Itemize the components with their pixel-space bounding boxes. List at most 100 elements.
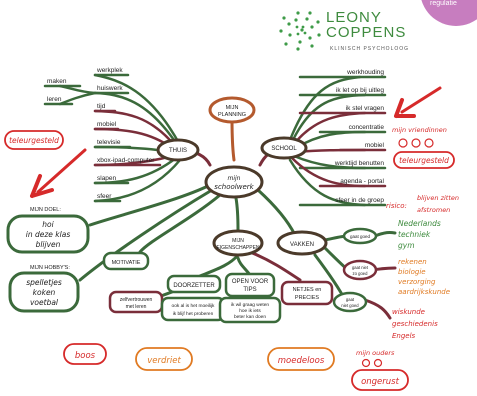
red-arrow-right-icon xyxy=(400,86,442,114)
center-label-line1: mijn xyxy=(228,175,241,182)
school-item-werkhouding: werkhouding xyxy=(346,69,384,76)
vakken-node[interactable] xyxy=(276,230,328,256)
thuis-item-huiswerk: huiswerk xyxy=(97,85,123,92)
open-voor-note-line2: hoe ik iets xyxy=(239,308,261,314)
school-item-sfeer: sfeer in de groep xyxy=(335,197,384,204)
open-voor-tips-box[interactable] xyxy=(224,272,276,298)
thuis-label: THUIS xyxy=(169,148,187,154)
doel-line3: blijven xyxy=(36,240,61,249)
thuis-item-slapen: slapen xyxy=(97,175,117,182)
open-voor-line1: OPEN VOOR xyxy=(232,279,269,285)
smiley-icons xyxy=(398,138,434,148)
logo-line2: COPPENS xyxy=(326,24,407,41)
afstromen-label: afstromen xyxy=(417,206,450,214)
logo-spiral-icon xyxy=(279,11,321,51)
thuis-item-televisie: televisie xyxy=(97,139,121,146)
school-node[interactable] xyxy=(260,136,308,160)
vakken-label: VAKKEN xyxy=(290,242,314,248)
netjes-line1: NETJES en xyxy=(293,287,322,293)
vak-rekenen: rekenen xyxy=(398,258,427,266)
annotation-teleurgesteld-left xyxy=(4,130,64,150)
vak-nederlands: Nederlands xyxy=(398,219,441,228)
emotion-ongerust xyxy=(351,369,409,391)
vak-verzorging: verzorging xyxy=(398,278,436,286)
doorzetter-label: DOORZETTER xyxy=(173,283,215,289)
hobbys-box[interactable] xyxy=(8,271,80,313)
boos-label: boos xyxy=(75,351,96,361)
vak-biologie: biologie xyxy=(398,268,426,276)
annotation-teleurgesteld-right xyxy=(393,151,455,169)
badge-label: regulatie xyxy=(430,0,457,7)
netjes-line2: PRECIES xyxy=(295,295,319,301)
doel-box[interactable] xyxy=(6,214,90,254)
logo-subtitle: KLINISCH PSYCHOLOOG xyxy=(330,46,410,52)
doel-line1: hoi xyxy=(42,220,54,229)
vak-aardrijkskunde: aardrijkskunde xyxy=(398,288,450,296)
niet-goed-line2: zo goed xyxy=(353,271,369,276)
eigenschappen-line2: EIGENSCHAPPEN xyxy=(216,245,259,251)
teleurgesteld-right-label: teleurgesteld xyxy=(399,156,449,165)
open-voor-note-box xyxy=(218,296,282,324)
vak-techniek: techniek xyxy=(398,230,431,239)
gaat-goed-label: gaat goed xyxy=(350,234,371,239)
motivatie-label: MOTIVATIE xyxy=(112,260,141,266)
doorzetter-note-line1: ook al is het moeilijk xyxy=(172,303,216,309)
school-item-uitleg: ik let op bij uitleg xyxy=(336,87,384,94)
risico-label: risico: xyxy=(386,202,407,210)
eigenschappen-line1: MIJN xyxy=(232,238,244,244)
ouders-label: mijn ouders xyxy=(356,349,395,357)
school-item-agenda: agenda - portal xyxy=(340,178,384,185)
vak-engels: Engels xyxy=(392,332,416,340)
thuis-node[interactable] xyxy=(156,138,200,162)
emotion-moedeloos xyxy=(267,347,335,371)
school-item-werktijd: werktijd benutten xyxy=(334,160,385,167)
center-label-line2: schoolwerk xyxy=(214,183,254,191)
doel-line2: in deze klas xyxy=(26,230,71,239)
doorzetter-note-line2: ik blijf het proberen xyxy=(173,311,214,317)
moedeloos-label: moedeloos xyxy=(278,356,325,366)
gaat-niet-goed-node[interactable] xyxy=(332,291,368,313)
red-arrow-left-icon xyxy=(36,148,87,194)
thuis-item-werkplek: werkplek xyxy=(96,67,123,74)
vak-wiskunde: wiskunde xyxy=(392,308,425,316)
ouders-smiley-icons xyxy=(361,358,383,368)
vak-geschiedenis: geschiedenis xyxy=(392,320,438,328)
vak-gym: gym xyxy=(398,241,415,250)
blijven-zitten-label: blijven zitten xyxy=(417,194,459,202)
netjes-box[interactable] xyxy=(280,280,334,306)
thuis-item-xbox: xbox-ipad-computer xyxy=(97,157,155,164)
thuis-sub-maken: maken xyxy=(47,78,67,85)
zelfvertrouwen-line2: met leren xyxy=(126,304,147,310)
gaat-niet-zo-goed-node[interactable] xyxy=(342,259,378,281)
thuis-item-mobiel: mobiel xyxy=(97,121,117,128)
emotion-boos xyxy=(63,343,107,365)
hobby-voetbal: voetbal xyxy=(30,298,59,307)
emotion-verdriet xyxy=(135,347,193,371)
thuis-sub-leren: leren xyxy=(47,96,62,103)
doorzetter-box[interactable] xyxy=(166,274,222,294)
center-node[interactable] xyxy=(204,165,264,199)
open-voor-note-line1: ik wil graag weten xyxy=(231,302,269,308)
zelfvertrouwen-line1: zelfvertrouwen xyxy=(120,297,153,303)
logo-name: LEONY COPPENS xyxy=(326,10,406,40)
logo-line1: LEONY xyxy=(326,9,382,26)
slecht-line1: gaat xyxy=(346,297,355,302)
doel-title: MIJN DOEL: xyxy=(30,207,61,213)
verdriet-label: verdriet xyxy=(147,356,181,366)
vriendinnen-label: mijn vriendinnen xyxy=(392,126,447,134)
planning-node[interactable] xyxy=(208,96,256,124)
planning-label-line1: MIJN xyxy=(226,105,239,111)
slecht-line2: niet goed xyxy=(341,303,359,308)
niet-goed-line1: gaat niet xyxy=(352,265,369,270)
hobby-spelletjes: spelletjes xyxy=(26,278,62,287)
eigenschappen-node[interactable] xyxy=(212,229,264,257)
teleurgesteld-left-label: teleurgesteld xyxy=(9,136,59,145)
hobby-koken: koken xyxy=(33,288,56,297)
school-item-mobiel: mobiel xyxy=(365,142,385,149)
gaat-goed-node[interactable] xyxy=(342,227,378,245)
planning-label-line2: PLANNING xyxy=(218,112,246,118)
thuis-item-sfeer: sfeer xyxy=(97,193,112,200)
motivatie-box[interactable] xyxy=(102,251,150,271)
